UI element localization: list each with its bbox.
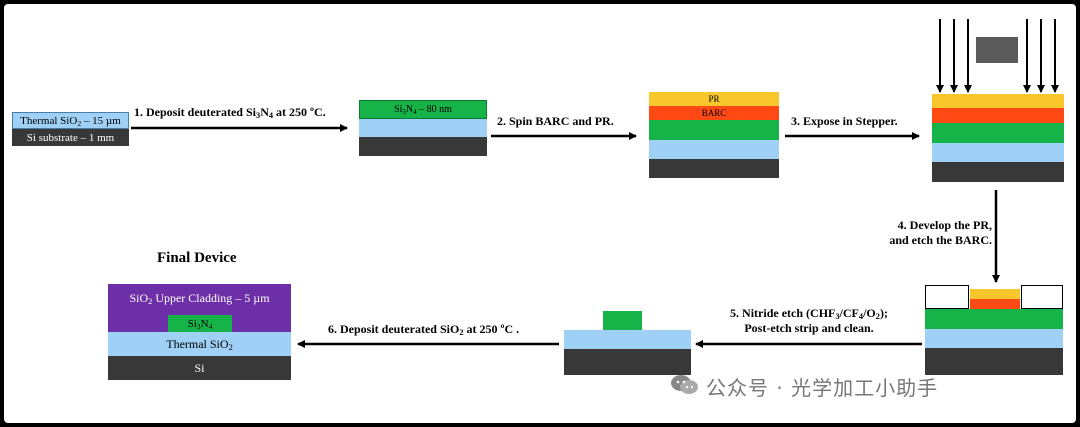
step-1-label: 1. Deposit deuterated Si3N4 at 250 ºC. bbox=[134, 105, 326, 120]
removed-region-right bbox=[1021, 285, 1063, 309]
final-device: SiO2 Upper Cladding – 5 µm Si3N4 Thermal… bbox=[108, 284, 291, 380]
si-layer bbox=[359, 137, 487, 156]
barc-layer: BARC bbox=[649, 106, 779, 120]
nitride-layer: Si3N4 – 80 nm bbox=[359, 100, 487, 119]
barc-strip bbox=[970, 299, 1020, 309]
thermal-sio2-label: Thermal SiO2 – 15 µm bbox=[20, 114, 121, 128]
pr-strip bbox=[970, 289, 1020, 299]
process-flow-diagram: Thermal SiO2 – 15 µm Si substrate – 1 mm… bbox=[4, 4, 1076, 423]
stage-0-substrate: Thermal SiO2 – 15 µm Si substrate – 1 mm bbox=[12, 112, 129, 146]
removed-region-left bbox=[925, 285, 969, 309]
si-layer bbox=[649, 159, 779, 178]
nitride-layer bbox=[932, 123, 1064, 143]
stage-1-nitride-deposited: Si3N4 – 80 nm bbox=[359, 100, 487, 156]
pr-label: PR bbox=[708, 94, 720, 104]
thermal-sio2-layer bbox=[564, 330, 691, 349]
upper-cladding-label: SiO2 Upper Cladding – 5 µm bbox=[129, 291, 270, 306]
step-2-label: 2. Spin BARC and PR. bbox=[497, 114, 614, 128]
step-5-label: 5. Nitride etch (CHF3/CF4/O2); Post-etch… bbox=[730, 306, 888, 335]
barc-layer bbox=[932, 108, 1064, 123]
thermal-sio2-layer bbox=[649, 140, 779, 159]
nitride-core bbox=[603, 311, 642, 330]
si-substrate-layer: Si substrate – 1 mm bbox=[12, 129, 129, 146]
step-6-label: 6. Deposit deuterated SiO2 at 250 ºC . bbox=[328, 322, 520, 337]
stage-5-nitride-etched bbox=[564, 311, 691, 375]
photomask bbox=[976, 37, 1018, 63]
nitride-label: Si3N4 – 80 nm bbox=[394, 104, 452, 116]
si-substrate-label: Si substrate – 1 mm bbox=[26, 131, 115, 144]
si-label: Si bbox=[194, 360, 205, 375]
thermal-sio2-layer: Thermal SiO2 bbox=[108, 332, 291, 356]
si-layer bbox=[932, 162, 1064, 182]
step-3-label: 3. Expose in Stepper. bbox=[791, 114, 898, 128]
wechat-icon bbox=[670, 373, 700, 397]
thermal-sio2-label: Thermal SiO2 bbox=[166, 336, 233, 352]
nitride-layer bbox=[925, 309, 1063, 329]
nitride-core: Si3N4 bbox=[168, 315, 232, 332]
process-arrows bbox=[131, 19, 1059, 348]
stage-3-expose bbox=[932, 94, 1064, 182]
thermal-sio2-layer bbox=[359, 119, 487, 137]
si-layer bbox=[564, 349, 691, 375]
watermark-text: 公众号 · 光学加工小助手 bbox=[706, 376, 939, 400]
thermal-sio2-layer bbox=[925, 329, 1063, 348]
si-layer: Si bbox=[108, 356, 291, 380]
step-4-label: 4. Develop the PR, and etch the BARC. bbox=[889, 218, 992, 247]
final-device-title: Final Device bbox=[157, 250, 237, 266]
pr-layer bbox=[932, 94, 1064, 108]
nitride-layer bbox=[649, 120, 779, 140]
pr-layer: PR bbox=[649, 92, 779, 106]
stage-4-developed bbox=[925, 285, 1063, 375]
nitride-core-label: Si3N4 bbox=[187, 317, 213, 331]
stage-2-barc-pr: PR BARC bbox=[649, 92, 779, 178]
barc-label: BARC bbox=[701, 108, 727, 118]
thermal-sio2-layer: Thermal SiO2 – 15 µm bbox=[12, 112, 129, 129]
thermal-sio2-layer bbox=[932, 143, 1064, 162]
si-layer bbox=[925, 348, 1063, 375]
